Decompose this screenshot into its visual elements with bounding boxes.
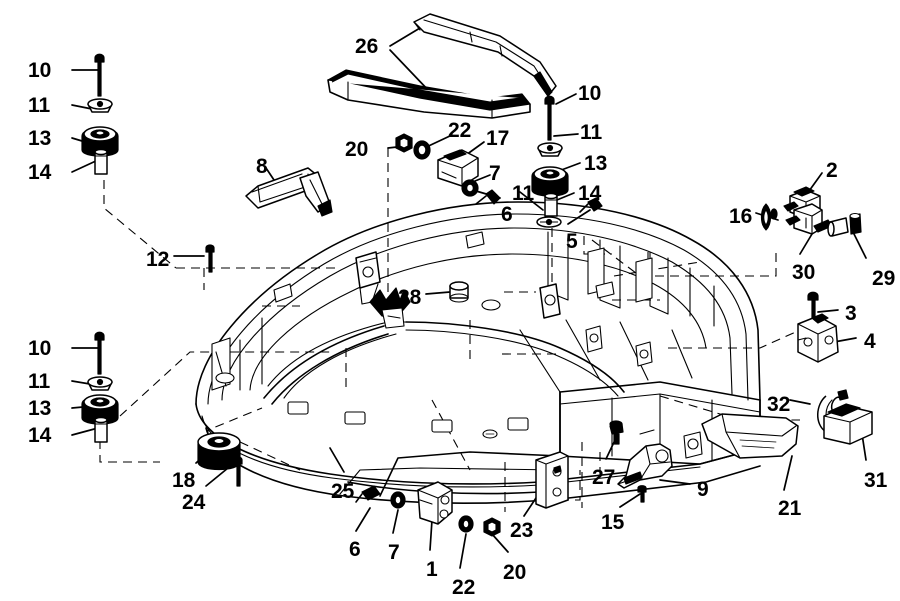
callout-26: 26 — [355, 35, 379, 58]
callout-11-c: 11 — [512, 182, 535, 205]
part-26-bumper-rails — [327, 13, 557, 119]
callout-4: 4 — [864, 330, 876, 353]
part-15-screw — [637, 485, 647, 503]
callout-14-b: 14 — [578, 182, 602, 205]
callout-27: 27 — [592, 466, 616, 489]
callout-14: 14 — [28, 161, 52, 184]
callout-7-a: 7 — [489, 162, 501, 185]
callout-22-b: 22 — [452, 576, 476, 599]
callout-10-b: 10 — [578, 82, 602, 105]
callout-11-d: 11 — [28, 370, 51, 393]
callout-32: 32 — [767, 393, 791, 416]
part-21-t-handle — [701, 413, 799, 459]
callout-14-c: 14 — [28, 424, 52, 447]
hardware-stack-top-left — [81, 53, 119, 175]
callout-1: 1 — [426, 558, 438, 581]
callout-20-a: 20 — [345, 138, 369, 161]
callout-22-a: 22 — [448, 119, 472, 142]
callout-5: 5 — [566, 230, 578, 253]
part-18-mount-grommet — [197, 432, 241, 471]
callout-11-b: 11 — [580, 121, 603, 144]
callout-16: 16 — [729, 205, 753, 228]
part-24-screw — [233, 456, 243, 487]
callout-18: 18 — [172, 469, 196, 492]
callout-28: 28 — [398, 286, 422, 309]
callout-3: 3 — [845, 302, 857, 325]
callout-10: 10 — [28, 59, 52, 82]
callout-11: 11 — [28, 94, 51, 117]
part-12-screw — [205, 244, 215, 273]
part-8-handle-grip — [245, 167, 333, 217]
part-2-latch-assembly — [760, 186, 862, 237]
hardware-stack-bottom-left — [81, 331, 119, 443]
callout-7-b: 7 — [388, 541, 400, 564]
part-28-plug — [449, 281, 469, 303]
callout-12: 12 — [146, 248, 170, 271]
part-31-cap-sleeve — [823, 403, 873, 445]
hardware-stack-top-right — [531, 95, 603, 228]
callout-25: 25 — [331, 480, 355, 503]
part-27-fastener — [609, 420, 624, 445]
callout-30: 30 — [792, 261, 816, 284]
callout-31: 31 — [864, 469, 888, 492]
callout-20-b: 20 — [503, 561, 527, 584]
part-23-plate-bracket — [535, 451, 569, 509]
callout-13-b: 13 — [584, 152, 608, 175]
callout-17: 17 — [486, 127, 510, 150]
callout-23: 23 — [510, 519, 534, 542]
callout-6-b: 6 — [349, 538, 361, 561]
callout-21: 21 — [778, 497, 802, 520]
callout-13-c: 13 — [28, 397, 52, 420]
callout-13: 13 — [28, 127, 52, 150]
callout-6-a: 6 — [501, 203, 513, 226]
hardware-bottom-center — [355, 481, 501, 537]
cowl-pan-body — [195, 201, 761, 504]
callout-15: 15 — [601, 511, 625, 534]
callout-10-c: 10 — [28, 337, 52, 360]
hardware-top-center — [395, 133, 501, 205]
callout-2: 2 — [826, 159, 838, 182]
part-4-bracket — [797, 313, 839, 363]
callout-9: 9 — [697, 478, 709, 501]
part-9-latch-lever — [617, 443, 673, 489]
callout-8: 8 — [256, 155, 268, 178]
callout-24: 24 — [182, 491, 206, 514]
callout-29: 29 — [872, 267, 896, 290]
